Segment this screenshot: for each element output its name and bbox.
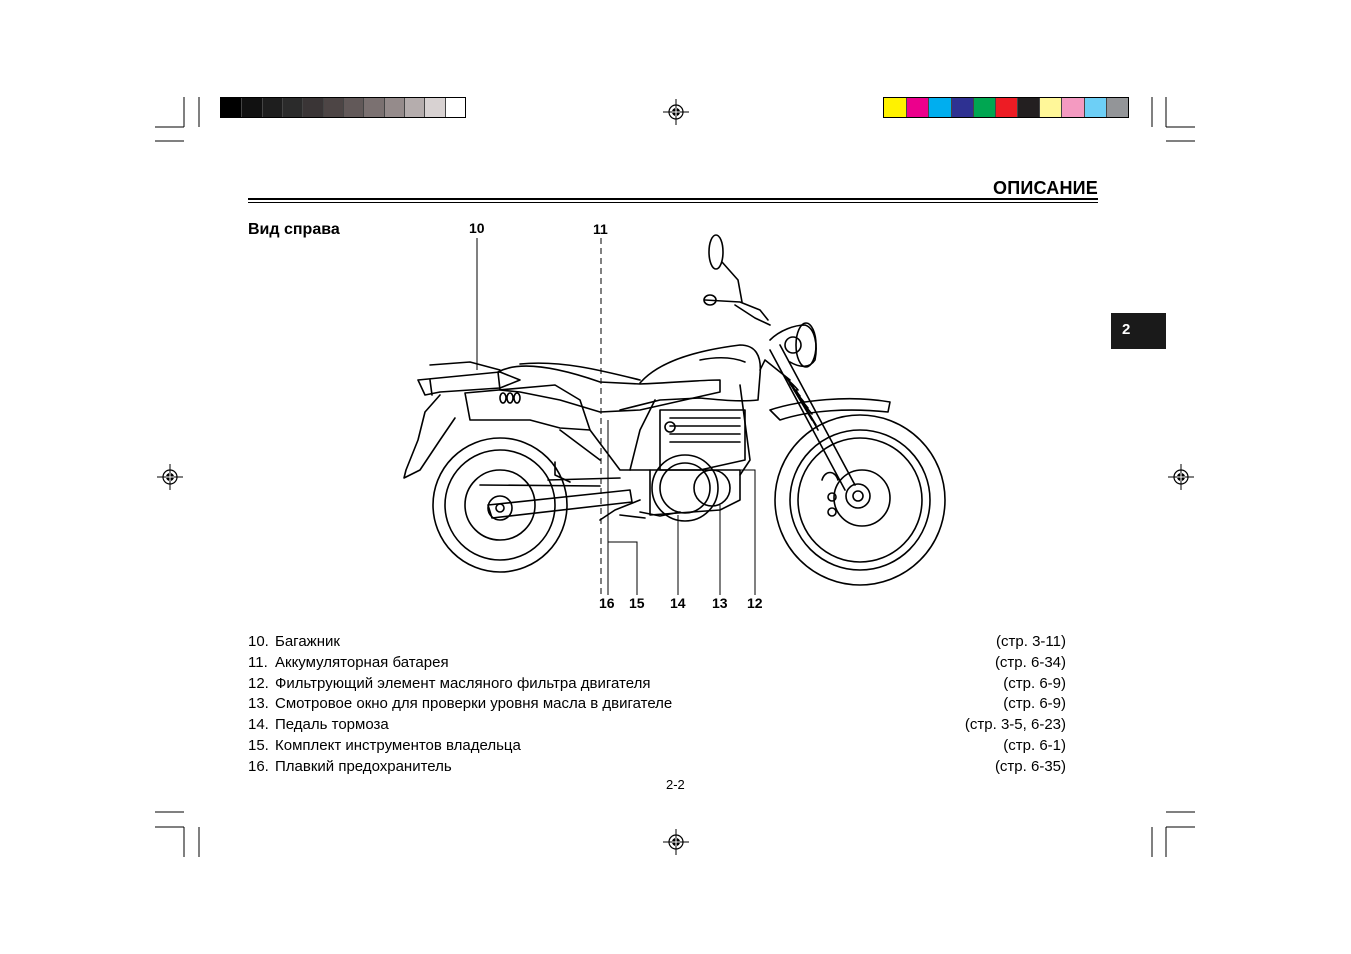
callout-10: 10 [469, 220, 485, 236]
registration-target-icon [663, 829, 689, 855]
legend-number: 10. [248, 633, 269, 650]
legend-page-ref: (стр. 6-34) [994, 653, 1066, 671]
callout-11: 11 [593, 221, 608, 237]
legend-page-ref: (стр. 6-9) [1003, 674, 1066, 692]
page-number: 2-2 [666, 777, 685, 792]
legend-row: 10. Багажник (стр. 3-11) [248, 632, 1066, 653]
calibration-swatch [322, 98, 343, 117]
legend-label: Плавкий предохранитель [275, 757, 452, 775]
legend-label: Багажник [275, 633, 340, 650]
motorcycle-illustration [403, 234, 946, 586]
calibration-swatch [424, 98, 445, 117]
legend-number: 12. [248, 674, 269, 692]
calibration-swatch [1061, 98, 1084, 117]
legend-number: 15. [248, 736, 269, 754]
calibration-swatch [383, 98, 404, 117]
legend-page-ref: (стр. 6-35) [994, 757, 1066, 775]
legend-row: 16. Плавкий предохранитель (стр. 6-35) [248, 757, 1066, 778]
color-calibration-bar [883, 97, 1129, 118]
header-rule-thick [248, 198, 1098, 200]
calibration-swatch [906, 98, 929, 117]
legend-row: 12. Фильтрующий элемент масляного фильтра… [248, 674, 1066, 695]
calibration-swatch [403, 98, 425, 117]
calibration-swatch [994, 98, 1018, 117]
calibration-swatch [342, 98, 364, 117]
calibration-swatch [221, 98, 242, 117]
calibration-swatch [1105, 98, 1128, 117]
legend-label: Педаль тормоза [275, 716, 389, 734]
legend-number: 16. [248, 757, 269, 775]
callout-15: 15 [629, 595, 645, 611]
section-title: ОПИСАНИЕ [993, 178, 1098, 198]
view-subtitle: Вид справа [248, 221, 340, 238]
calibration-swatch [1083, 98, 1106, 117]
callout-leader-lines [476, 238, 756, 595]
calibration-swatch [302, 98, 323, 117]
calibration-swatch [241, 98, 262, 117]
legend-label: Аккумуляторная батарея [275, 653, 449, 671]
chapter-tab: 2 [1111, 313, 1166, 349]
parts-legend: 10. Багажник (стр. 3-11) 11. Аккумуляторна… [248, 632, 1066, 778]
legend-number: 11. [248, 653, 268, 671]
legend-row: 13. Смотровое окно для проверки уровня ма… [248, 694, 1066, 715]
legend-page-ref: (стр. 6-9) [1003, 695, 1066, 713]
legend-page-ref: (стр. 3-5, 6-23) [964, 716, 1066, 734]
calibration-swatch [972, 98, 995, 117]
legend-number: 14. [248, 716, 269, 734]
calibration-swatch [884, 98, 907, 117]
calibration-swatch [261, 98, 282, 117]
calibration-swatch [444, 98, 465, 117]
legend-number: 13. [248, 695, 269, 713]
callout-12: 12 [747, 595, 763, 611]
calibration-swatch [1017, 98, 1040, 117]
header-rule-thin [248, 202, 1098, 203]
registration-target-icon [157, 464, 183, 490]
legend-label: Комплект инструментов владельца [275, 736, 521, 754]
grayscale-calibration-bar [220, 97, 466, 118]
legend-row: 14. Педаль тормоза (стр. 3-5, 6-23) [248, 715, 1066, 736]
crop-marks [155, 97, 1195, 857]
legend-label: Смотровое окно для проверки уровня масла… [275, 695, 673, 713]
callout-14: 14 [670, 595, 686, 611]
calibration-swatch [950, 98, 973, 117]
callout-16: 16 [599, 595, 615, 611]
calibration-swatch [281, 98, 303, 117]
calibration-swatch [1039, 98, 1062, 117]
legend-row: 15. Комплект инструментов владельца (стр.… [248, 736, 1066, 757]
registration-target-icon [663, 99, 689, 125]
callout-13: 13 [712, 595, 728, 611]
legend-page-ref: (стр. 3-11) [996, 633, 1066, 650]
registration-target-icon [1168, 464, 1194, 490]
registration-marks [157, 99, 1194, 855]
legend-row: 11. Аккумуляторная батарея (стр. 6-34) [248, 653, 1066, 674]
legend-page-ref: (стр. 6-1) [1003, 736, 1066, 754]
calibration-swatch [363, 98, 384, 117]
legend-label: Фильтрующий элемент масляного фильтра дв… [275, 674, 651, 692]
calibration-swatch [928, 98, 951, 117]
